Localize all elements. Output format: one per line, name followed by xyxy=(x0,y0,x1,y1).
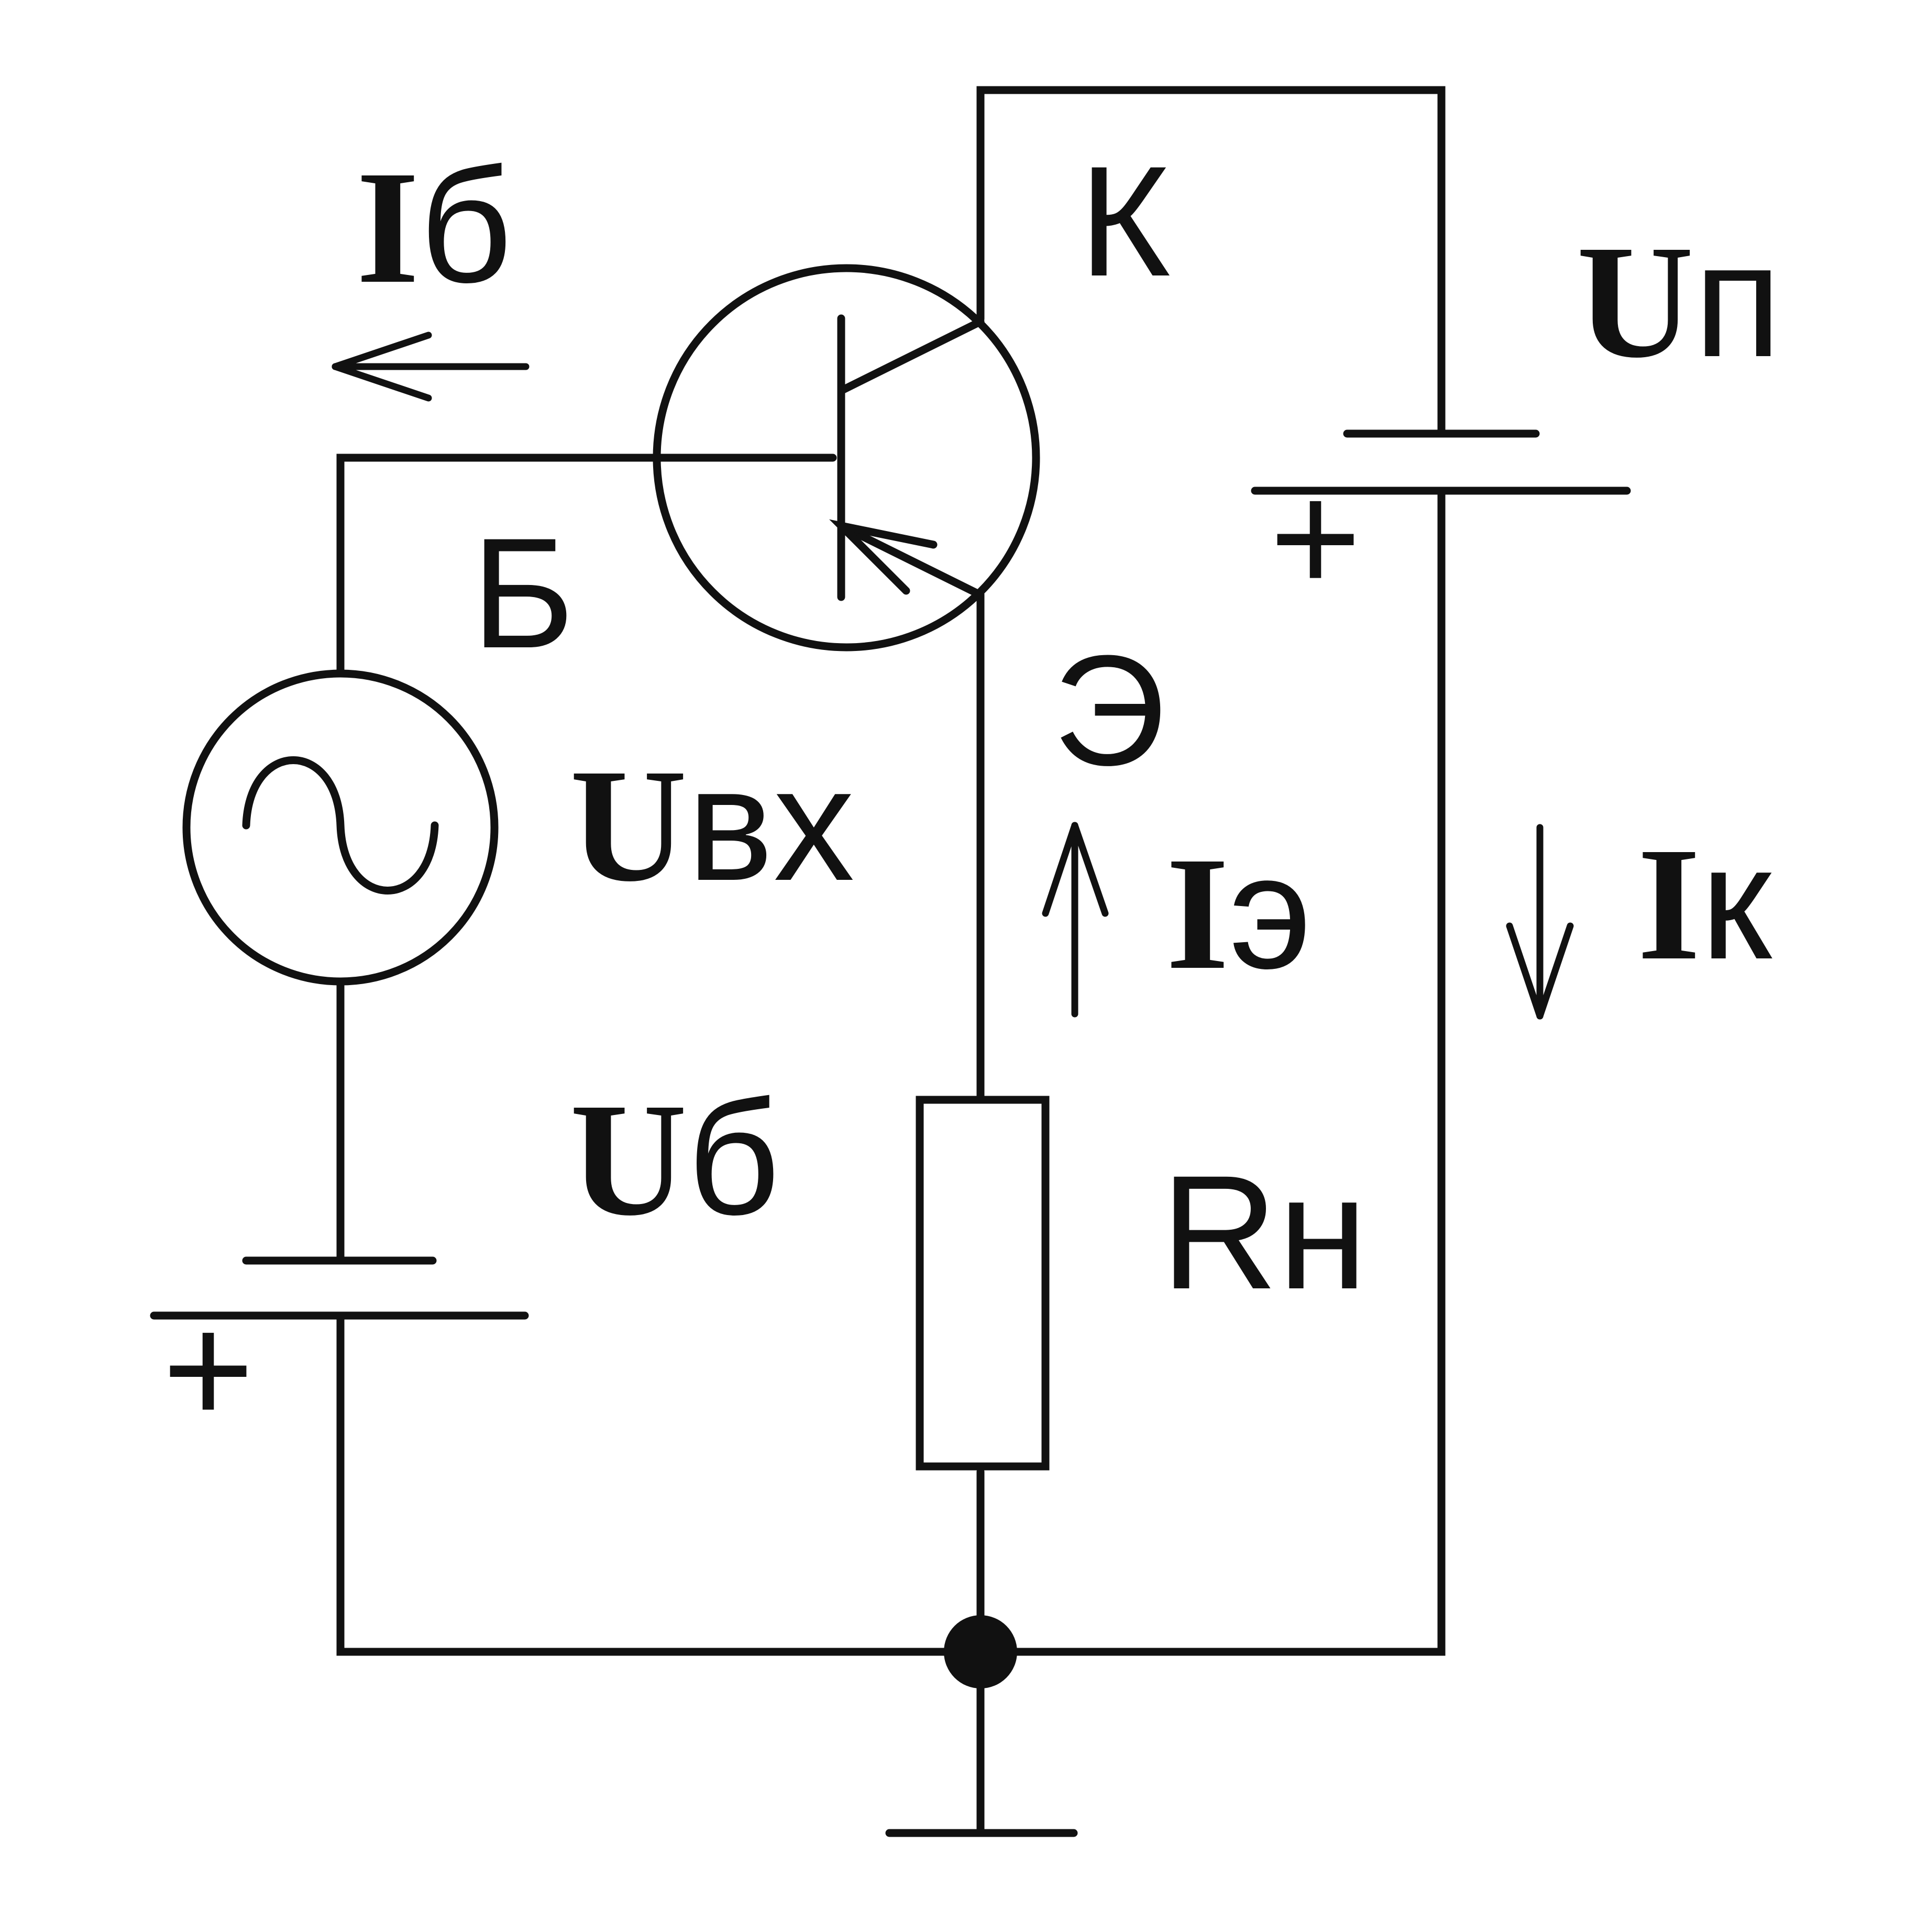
base-battery xyxy=(150,1256,529,1320)
transistor-collector-lead xyxy=(837,317,985,395)
collector-current-arrow-icon xyxy=(1506,824,1574,1020)
junction-node xyxy=(944,1615,1017,1688)
input-voltage-label: Uвх xyxy=(570,733,855,915)
supply-battery xyxy=(1251,429,1631,495)
ac-source xyxy=(182,669,499,986)
base-current-arrow-icon xyxy=(332,332,530,402)
transistor-emitter-lead xyxy=(837,522,985,599)
base-voltage-label: Uб xyxy=(570,1067,780,1250)
emitter-label: Э xyxy=(1053,622,1166,798)
transistor xyxy=(653,264,1040,652)
load-resistor-label: Rн xyxy=(1161,1141,1368,1323)
emitter-arrow-icon xyxy=(829,519,938,595)
base-label: Б xyxy=(471,505,575,681)
collector-label: К xyxy=(1079,133,1171,309)
emitter-current-arrow-icon xyxy=(1042,822,1109,1018)
collector-current-label: Iк xyxy=(1637,811,1774,994)
base-current-label: Iб xyxy=(356,135,512,317)
base-source-plus-sign: + xyxy=(162,1281,254,1457)
ac-source-circle xyxy=(182,669,499,986)
load-resistor xyxy=(916,1096,1050,1471)
ground-return-wire xyxy=(336,487,1446,1656)
supply-plus-sign: + xyxy=(1270,449,1361,625)
base-wire xyxy=(336,454,837,678)
collector-supply-wire xyxy=(976,86,1446,435)
transistor-body xyxy=(653,264,1040,652)
supply-voltage-label: Uп xyxy=(1577,209,1782,392)
sine-wave-icon xyxy=(242,756,439,895)
emitter-current-label: Iэ xyxy=(1166,821,1312,1003)
